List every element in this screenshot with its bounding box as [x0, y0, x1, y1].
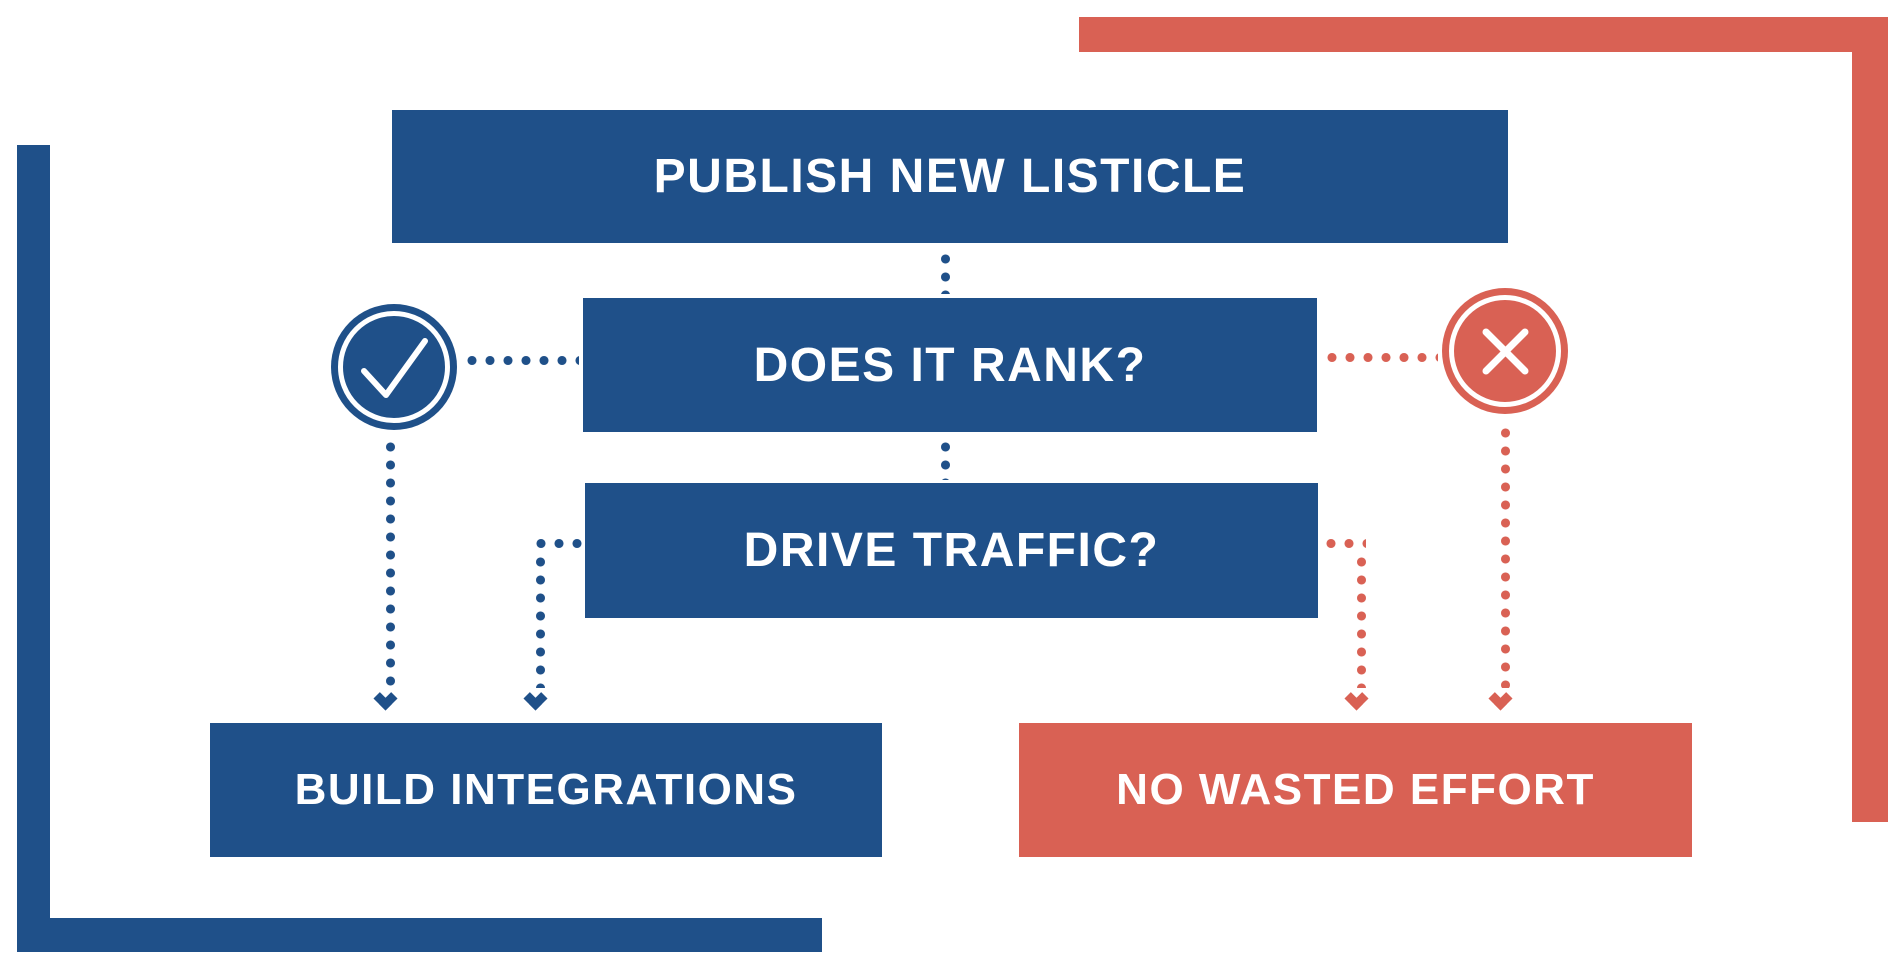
edge-traffic-nowaste-shaft — [1357, 553, 1366, 688]
edge-publish-rank — [941, 250, 950, 294]
edge-x-nowaste-shaft — [1501, 424, 1510, 688]
edge-check-build-shaft — [386, 438, 395, 688]
check-icon — [331, 304, 457, 430]
check-glyph — [361, 338, 428, 398]
x-glyph — [1482, 328, 1529, 375]
corner-frame-bottom-left-vertical — [17, 145, 50, 952]
node-drive-traffic: DRIVE TRAFFIC? — [585, 483, 1318, 618]
node-publish-label: PUBLISH NEW LISTICLE — [653, 150, 1247, 203]
node-no-waste-label: NO WASTED EFFORT — [1116, 765, 1595, 814]
check-icon-ring — [338, 311, 450, 423]
node-rank-label: DOES IT RANK? — [753, 338, 1147, 392]
x-icon-ring — [1449, 295, 1561, 407]
edge-rank-x — [1323, 353, 1438, 362]
edge-traffic-nowaste-horizontal — [1322, 539, 1366, 548]
arrowhead-traffic-nowaste — [1344, 686, 1369, 711]
edge-rank-traffic — [941, 438, 950, 480]
corner-frame-top-right-vertical — [1852, 17, 1888, 822]
x-icon — [1442, 288, 1568, 414]
edge-traffic-build-horizontal — [532, 539, 582, 548]
node-no-wasted-effort: NO WASTED EFFORT — [1019, 723, 1692, 857]
node-build-label: BUILD INTEGRATIONS — [294, 765, 798, 814]
node-publish-new-listicle: PUBLISH NEW LISTICLE — [392, 110, 1508, 243]
node-traffic-label: DRIVE TRAFFIC? — [743, 524, 1160, 577]
corner-frame-top-right-horizontal — [1079, 17, 1888, 52]
arrowhead-traffic-build — [523, 686, 548, 711]
edge-rank-check — [463, 356, 579, 365]
node-build-integrations: BUILD INTEGRATIONS — [210, 723, 882, 857]
edge-traffic-build-shaft — [536, 553, 545, 688]
arrowhead-check-build — [373, 686, 398, 711]
arrowhead-x-nowaste — [1488, 686, 1513, 711]
node-does-it-rank: DOES IT RANK? — [583, 298, 1317, 432]
corner-frame-bottom-left-horizontal — [17, 918, 822, 952]
